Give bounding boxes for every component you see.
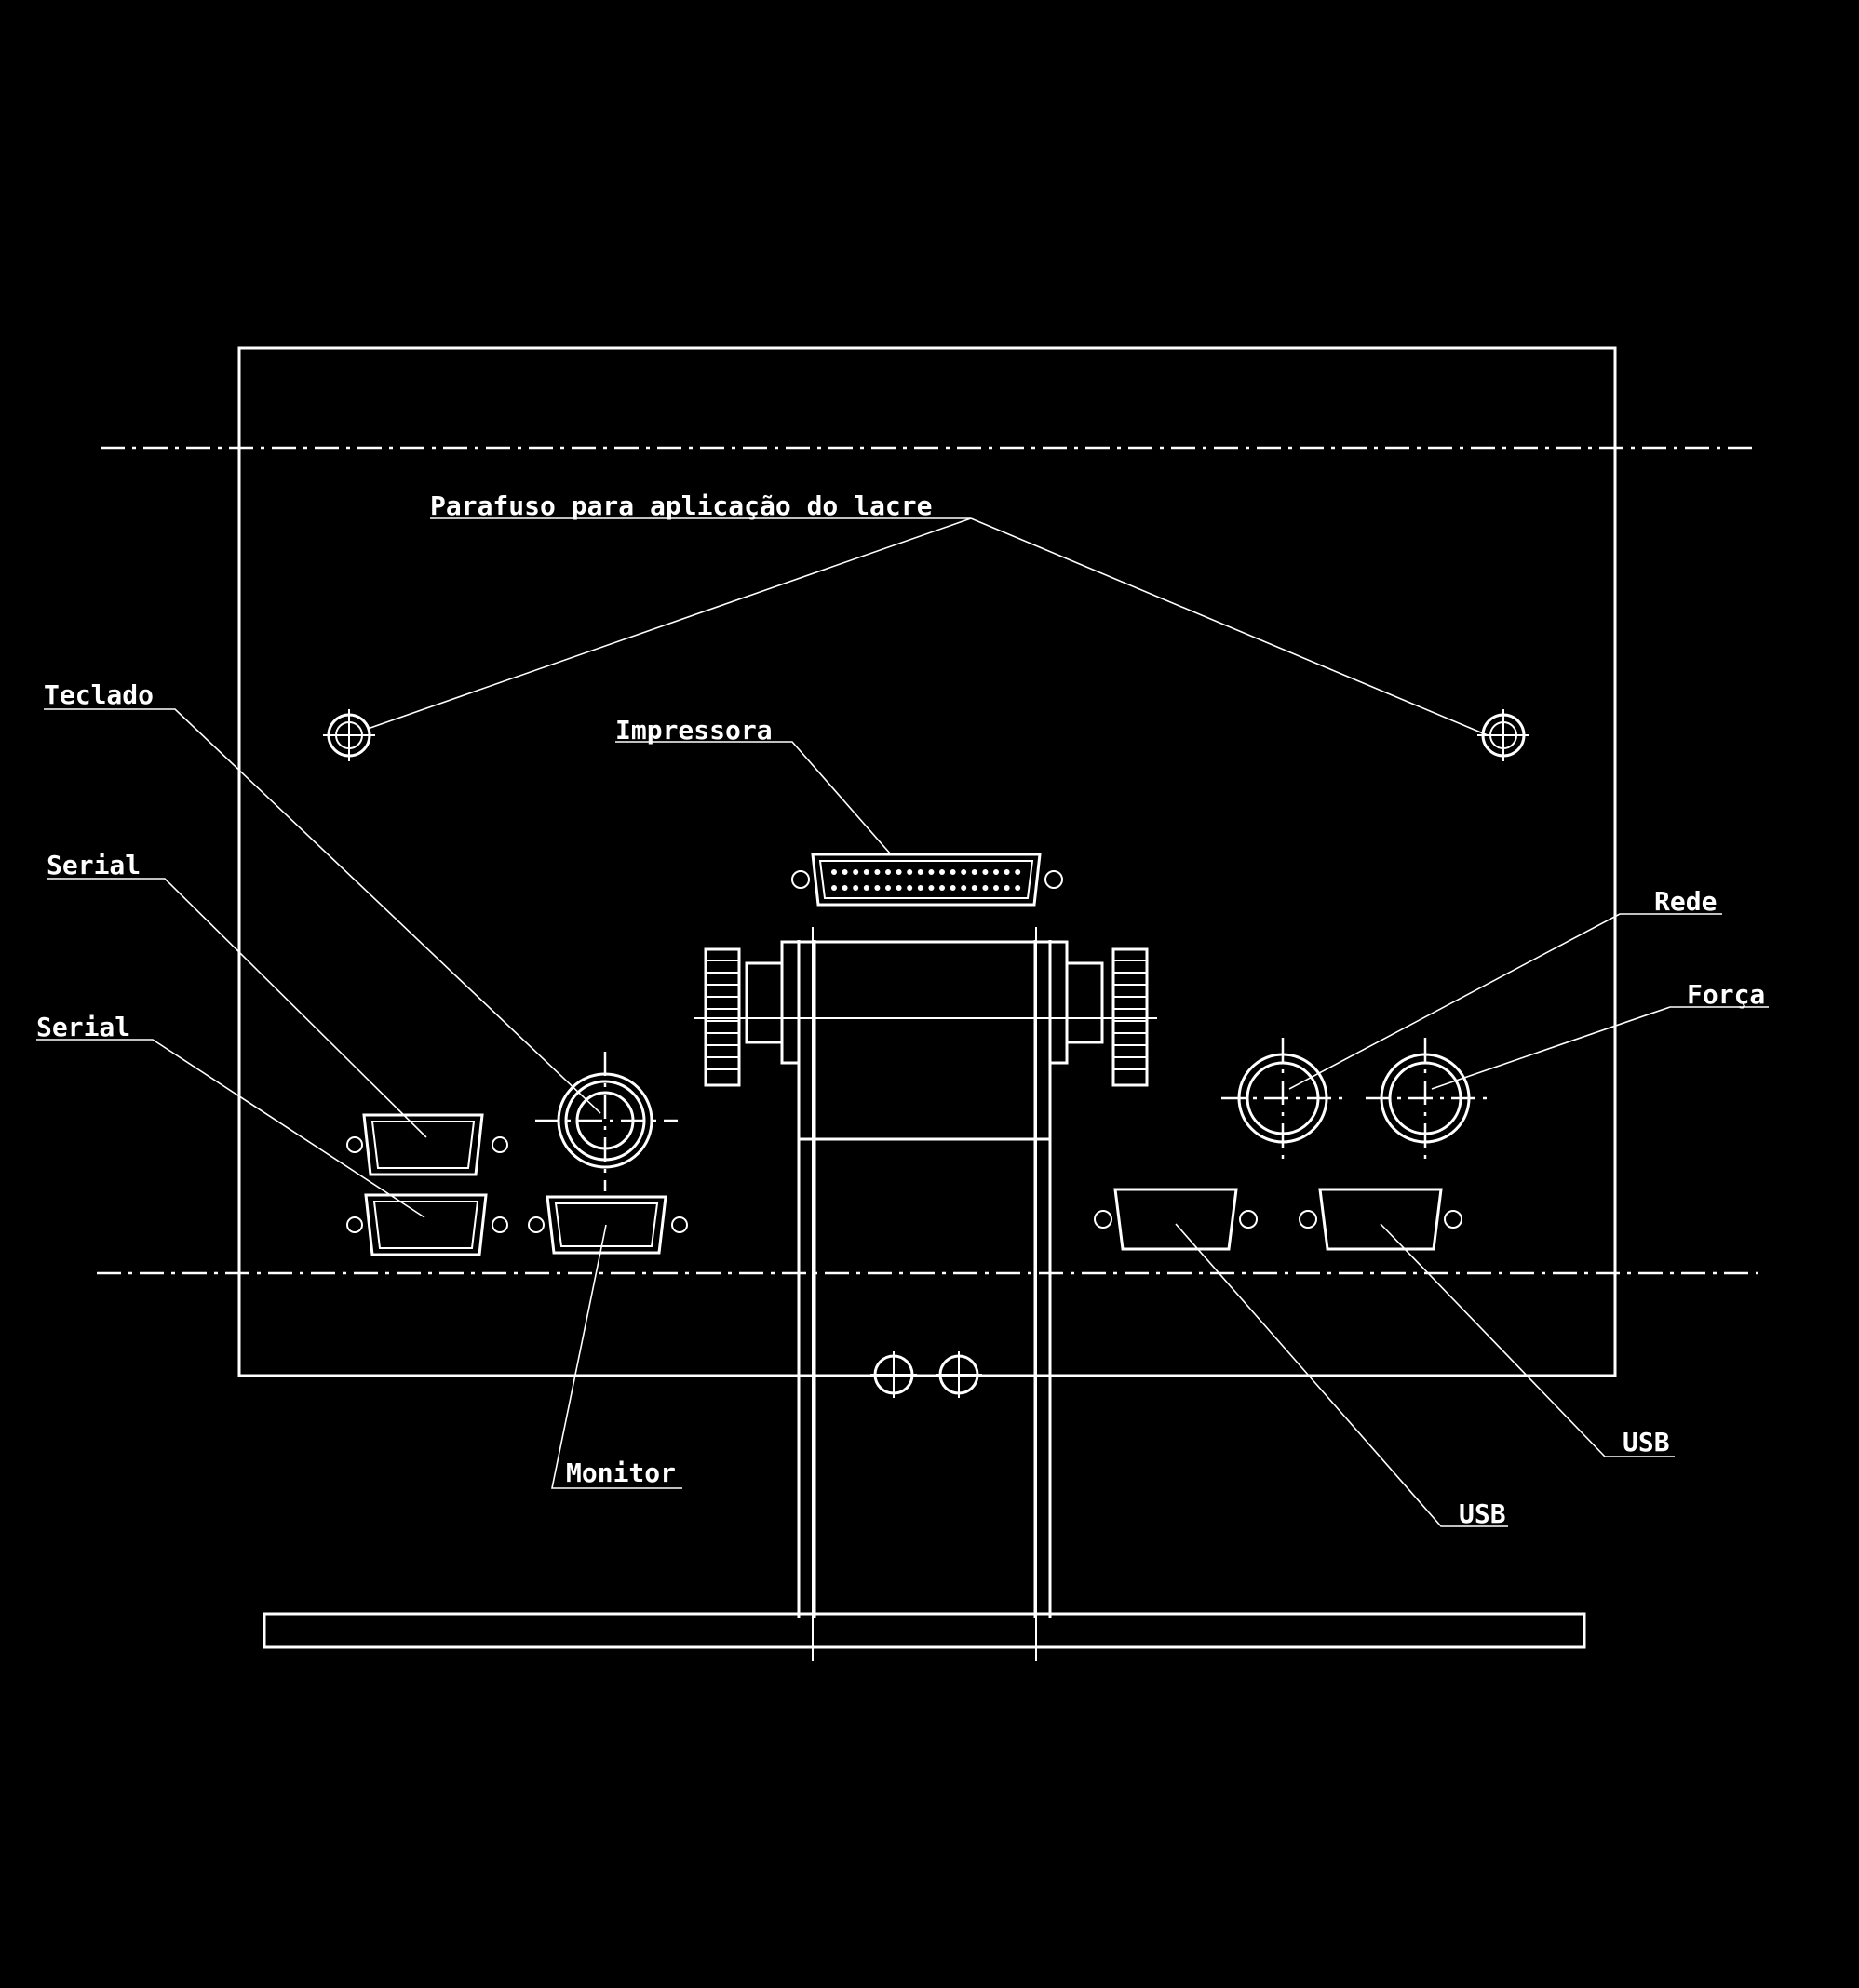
hinge-assembly — [694, 940, 1157, 1065]
left-hinge-knob — [704, 947, 741, 1087]
monitor-port — [528, 1195, 688, 1255]
printer-port-pins — [831, 869, 1021, 891]
leader-lines — [36, 517, 1769, 1527]
network-label: Rede — [1654, 886, 1717, 917]
usb-label-2: USB — [1623, 1427, 1670, 1457]
stand-screw-icon — [936, 1351, 982, 1398]
printer-label: Impressora — [615, 715, 773, 746]
rear-panel-outline — [237, 346, 1617, 1377]
seal-screw-icon — [323, 709, 375, 761]
power-port — [1366, 1038, 1487, 1159]
power-label: Força — [1687, 979, 1765, 1010]
base-plate — [263, 1612, 1586, 1649]
stand-column — [797, 927, 1052, 1661]
usb-port-1 — [1094, 1188, 1258, 1251]
usb-label-1: USB — [1459, 1498, 1506, 1529]
printer-port — [791, 853, 1063, 907]
seal-screw-icon — [1477, 709, 1529, 761]
monitor-label: Monitor — [566, 1457, 676, 1488]
seal-screw-label: Parafuso para aplicação do lacre — [430, 490, 932, 521]
network-port — [1221, 1038, 1345, 1159]
serial-label-2: Serial — [36, 1012, 130, 1042]
keyboard-label: Teclado — [44, 679, 154, 710]
stand-screw-icon — [870, 1351, 917, 1398]
serial-port-2 — [346, 1193, 508, 1256]
right-hinge-knob — [1111, 947, 1149, 1087]
serial-port-1 — [346, 1113, 508, 1176]
serial-label-1: Serial — [47, 850, 141, 880]
usb-port-2 — [1299, 1188, 1462, 1251]
keyboard-port — [535, 1052, 678, 1191]
